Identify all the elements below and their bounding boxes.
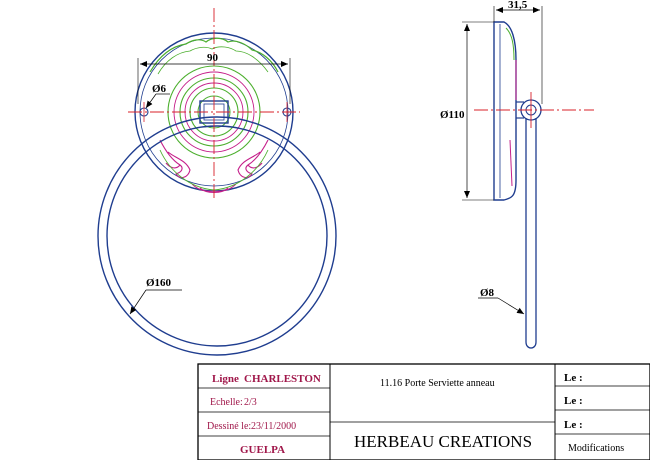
dessine-value: 23/11/2000 — [251, 421, 296, 432]
le-field-1: Le : — [564, 372, 583, 384]
side-base-outline — [493, 21, 517, 201]
dessine-label: Dessiné le: — [207, 421, 251, 432]
product-name: 11.16 Porte Serviette anneau — [380, 378, 495, 389]
side-view: 31,5 Ø110 Ø8 — [440, 0, 594, 349]
dim-ring-label: Ø160 — [146, 277, 172, 289]
echelle-label: Echelle: — [210, 397, 243, 408]
front-view: 90 Ø6 Ø160 — [97, 8, 337, 356]
company-name: HERBEAU CREATIONS — [354, 432, 532, 451]
ornament-green-top — [149, 37, 279, 73]
side-ornament-green — [505, 27, 515, 61]
side-rod — [525, 118, 537, 349]
dim-rod-label: Ø8 — [480, 287, 495, 299]
dim-hole-leader — [145, 93, 157, 109]
ligne-value: CHARLESTON — [244, 373, 321, 385]
author-name: GUELPA — [240, 444, 285, 456]
le-field-3: Le : — [564, 419, 583, 431]
towel-ring-inner — [106, 125, 328, 347]
dim-rod-leader — [497, 297, 525, 315]
side-ornament-pink — [509, 139, 513, 187]
dim-ring-leader — [129, 289, 147, 315]
dim-90-label: 90 — [207, 52, 219, 64]
modifications-label: Modifications — [568, 443, 624, 454]
le-field-2: Le : — [564, 395, 583, 407]
dim-depth-label: 31,5 — [508, 0, 528, 11]
ornament-green-top-inner — [157, 46, 269, 75]
dim-base-label: Ø110 — [440, 109, 465, 121]
echelle-value: 2/3 — [244, 397, 257, 408]
towel-ring-outer — [97, 116, 337, 356]
ligne-label: Ligne — [212, 373, 239, 385]
dim-hole-label: Ø6 — [152, 83, 167, 95]
title-block: Ligne CHARLESTON Echelle: 2/3 Dessiné le… — [197, 363, 650, 460]
